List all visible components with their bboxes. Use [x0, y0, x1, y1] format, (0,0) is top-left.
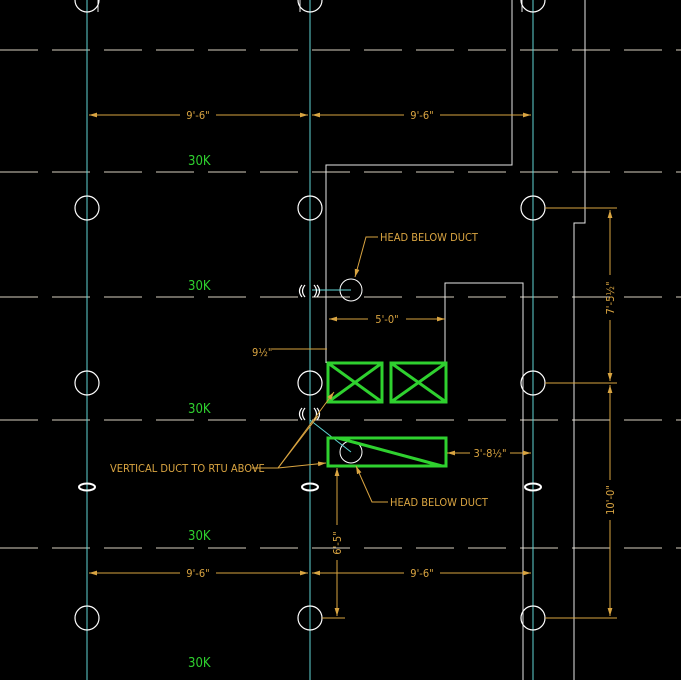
supply-ducts: [326, 361, 448, 468]
note-head-below-duct-lower: HEAD BELOW DUCT: [390, 496, 489, 509]
column-grid-lines: [86, 0, 534, 680]
break-symbols: [298, 284, 321, 421]
dim-top-right: 9'-6": [410, 109, 433, 122]
load-labels: 30K 30K 30K 30K 30K: [188, 154, 211, 671]
dimension-lines: [89, 112, 617, 619]
load-label: 30K: [188, 656, 211, 671]
load-label: 30K: [188, 529, 211, 544]
dim-top-left: 9'-6": [186, 109, 209, 122]
dim-bottom-right: 9'-6": [410, 567, 433, 580]
duct-outline: [97, 0, 586, 680]
dim-duct-to-column-vertical: 6'-5": [331, 531, 344, 554]
dim-duct-width: 5'-0": [375, 313, 398, 326]
note-vertical-duct: VERTICAL DUCT TO RTU ABOVE: [110, 462, 265, 475]
dashed-grid-lines: [0, 49, 681, 549]
dim-vertical-lower: 10'-0": [604, 485, 617, 515]
note-head-below-duct-upper: HEAD BELOW DUCT: [380, 231, 479, 244]
dim-duct-to-column: 3'-8½": [473, 447, 506, 460]
load-label: 30K: [188, 279, 211, 294]
load-label: 30K: [188, 154, 211, 169]
dim-vertical-upper: 7'-5½": [604, 281, 617, 314]
dim-offset: 9½": [252, 346, 272, 359]
load-label: 30K: [188, 402, 211, 417]
dim-bottom-left: 9'-6": [186, 567, 209, 580]
